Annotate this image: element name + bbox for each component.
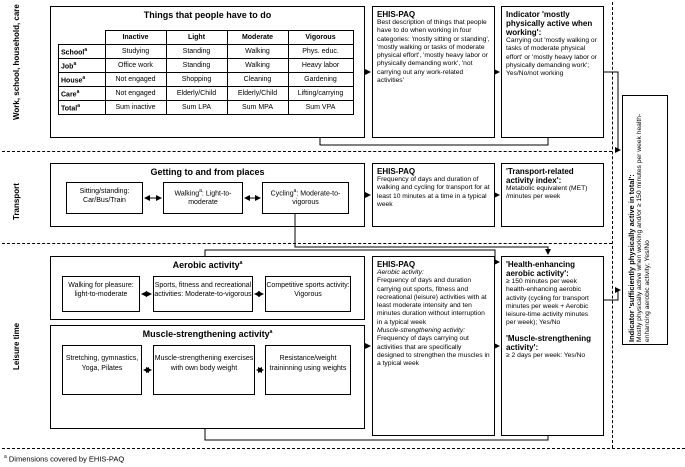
- ehis-transport-text: Frequency of days and duration of walkin…: [377, 176, 490, 208]
- ehis-leisure-sub1: Aerobic activity:: [377, 269, 424, 276]
- indicator-transport-title: 'Transport-related activity index':: [506, 167, 574, 185]
- indicator-work-title: Indicator 'mostly physically active when…: [506, 10, 593, 37]
- divider-transport-leisure: [2, 243, 612, 244]
- ehis-work-title: EHIS-PAQ: [377, 10, 416, 19]
- table-row: Carea Not engaged Elderly/Child Elderly/…: [58, 86, 354, 101]
- indicator-work-box: Indicator 'mostly physically active when…: [501, 6, 604, 138]
- indicator-transport-box: 'Transport-related activity index': Meta…: [501, 163, 604, 227]
- indicator-hepa-text: ≥ 150 minutes per week health-enhancing …: [506, 278, 589, 327]
- row-label: School: [61, 49, 85, 57]
- ehis-work-box: EHIS-PAQ Best description of things that…: [372, 6, 495, 138]
- aerobic-competitive: Competitive sports activity: Vigorous: [265, 276, 351, 312]
- transport-cycling: Cyclinga: Moderate-to-vigorous: [262, 182, 349, 214]
- indicator-transport-text: Metabolic equivalent (MET) /minutes per …: [506, 185, 588, 201]
- indicator-muscle-text: ≥ 2 days per week: Yes/No: [506, 351, 586, 359]
- muscle-box-title: Muscle-strengthening activity: [142, 329, 270, 339]
- muscle-weights: Resistance/weight traininning using weig…: [265, 345, 351, 395]
- aerobic-box-title: Aerobic activity: [172, 260, 240, 270]
- table-row: Totala Sum inactive Sum LPA Sum MPA Sum …: [58, 100, 354, 115]
- ehis-work-text: Best description of things that people h…: [377, 19, 490, 85]
- row-label: Total: [61, 105, 78, 113]
- table-cell: Sum inactive: [104, 100, 167, 115]
- indicator-muscle-title: 'Muscle-strengthening activity':: [506, 333, 592, 352]
- muscle-bodyweight: Muscle-strengthening exercises with own …: [153, 345, 255, 395]
- footnote-text: Dimensions covered by EHIS-PAQ: [8, 454, 125, 464]
- divider-total: [612, 2, 613, 448]
- transport-walking: Walkinga: Light-to-moderate: [163, 182, 243, 214]
- indicator-hepa-title: 'Health-enhancing aerobic activity':: [506, 260, 576, 278]
- table-row: Housea Not engaged Shopping Cleaning Gar…: [58, 72, 354, 87]
- muscle-stretching: Stretching, gymnastics, Yoga, Pilates: [62, 345, 142, 395]
- row-label: House: [61, 77, 83, 85]
- divider-footer: [2, 448, 685, 449]
- transport-box-title: Getting to and from places: [150, 167, 265, 177]
- ehis-leisure-box: EHIS-PAQ Aerobic activity: Frequency of …: [372, 256, 495, 436]
- ehis-leisure-text1: Frequency of days and duration carrying …: [377, 277, 487, 326]
- ehis-leisure-title: EHIS-PAQ: [377, 260, 416, 269]
- ehis-leisure-sub2: Muscle-strengthening activity:: [377, 327, 466, 335]
- work-box-title: Things that people have to do: [143, 10, 272, 20]
- footnote: a Dimensions covered by EHIS-PAQ: [4, 454, 125, 464]
- ehis-transport-title: EHIS-PAQ: [377, 167, 416, 176]
- row-label: Job: [61, 63, 74, 71]
- work-activity-table: Inactive Light Moderate Vigorous Schoola…: [58, 30, 354, 115]
- aerobic-walking: Walking for pleasure: light-to-moderate: [62, 276, 140, 312]
- row-label: Care: [61, 91, 77, 99]
- indicator-work-text: Carrying out 'mostly walking or tasks of…: [506, 37, 597, 78]
- indicator-total-box: Indicator 'sufficiently physically activ…: [622, 95, 668, 345]
- divider-work-transport: [2, 151, 612, 152]
- table-cell: Sum VPA: [287, 100, 354, 115]
- ehis-leisure-text2: Frequency of days carrying out activitie…: [377, 335, 490, 368]
- transport-sitting: Sitting/standing: Car/Bus/Train: [66, 182, 143, 214]
- indicator-leisure-box: 'Health-enhancing aerobic activity': ≥ 1…: [501, 256, 604, 436]
- aerobic-sports: Sports, fitness and recreational activit…: [153, 276, 253, 312]
- ehis-transport-box: EHIS-PAQ Frequency of days and duration …: [372, 163, 495, 227]
